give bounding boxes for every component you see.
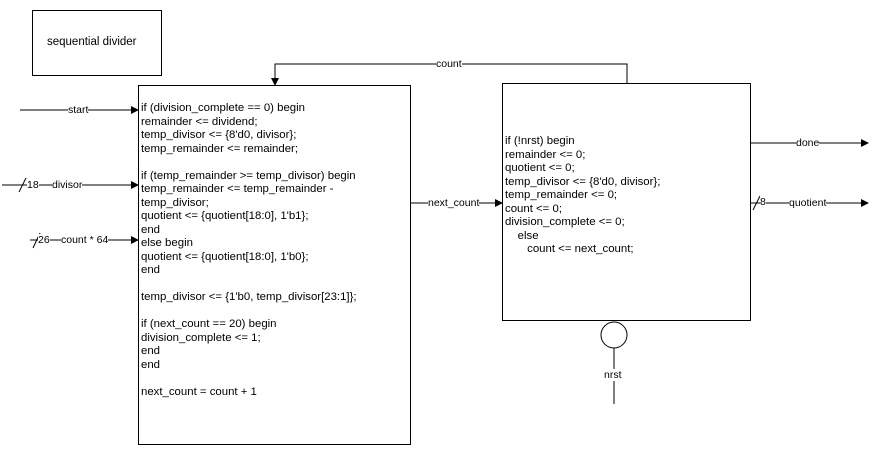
seq-code-line: quotient <= 0; [505, 162, 575, 174]
seq-code-line: temp_remainder <= 0; [505, 189, 618, 201]
divisor-bus-slash [18, 177, 27, 193]
seq-code-line: else [505, 229, 539, 242]
comb-code-line: temp_remainder <= temp_remainder - [141, 183, 334, 195]
seq-code-line: count <= next_count; [505, 243, 634, 255]
quotient-label: quotient [789, 197, 827, 209]
comb-code-line: temp_divisor <= {1'b0, temp_divisor[23:1… [141, 291, 357, 303]
count64-label: count * 64 [61, 234, 109, 246]
seq-code-line: division_complete <= 0; [505, 216, 625, 228]
divisor-label: divisor [52, 179, 83, 191]
comb-code-line: temp_remainder <= remainder; [141, 142, 299, 155]
seq-code-line: remainder <= 0; [505, 148, 586, 161]
nrst-label: nrst [604, 369, 622, 381]
seq-code-line: count <= 0; [505, 202, 562, 215]
comb-code-line: if (division_complete == 0) begin [141, 102, 305, 114]
comb-code-line: temp_divisor; [141, 196, 209, 209]
quotient-width-label: 8 [760, 196, 766, 208]
start-label: start [68, 104, 89, 116]
comb-code-line [141, 372, 357, 386]
comb-code-line [141, 305, 357, 319]
quotient-bus-slash [752, 195, 761, 211]
seq-code-line: temp_divisor <= {8'd0, divisor}; [505, 175, 661, 188]
comb-code-line: if (temp_remainder >= temp_divisor) begi… [141, 169, 356, 182]
next-count-label: next_count [428, 197, 480, 209]
comb-code-line: else begin [141, 237, 193, 249]
count-label: count [436, 58, 462, 70]
comb-code-line: end [141, 345, 161, 357]
comb-code-line: next_count = count + 1 [141, 385, 257, 398]
comb-code-line: end [141, 264, 161, 276]
seq-code-line: if (!nrst) begin [505, 135, 575, 147]
count64-width-label: 26 [38, 234, 50, 246]
comb-code-line: quotient <= {quotient[18:0], 1'b0}; [141, 250, 309, 263]
comb-code-line: end [141, 358, 161, 371]
comb-code-line [141, 156, 357, 170]
comb-code-line [141, 278, 357, 292]
comb-code-line: quotient <= {quotient[18:0], 1'b1}; [141, 210, 309, 222]
title-text: sequential divider [47, 36, 137, 48]
title-box: sequential divider [32, 10, 162, 76]
comb-code-line: if (next_count == 20) begin [141, 318, 277, 330]
done-label: done [796, 137, 820, 149]
nrst-bubble [600, 321, 628, 349]
comb-code-line: remainder <= dividend; [141, 115, 258, 128]
divisor-width-label: 18 [27, 179, 39, 191]
comb-code-line: end [141, 223, 161, 236]
comb-code-line: division_complete <= 1; [141, 331, 261, 344]
comb-code-line: temp_divisor <= {8'd0, divisor}; [141, 129, 297, 141]
